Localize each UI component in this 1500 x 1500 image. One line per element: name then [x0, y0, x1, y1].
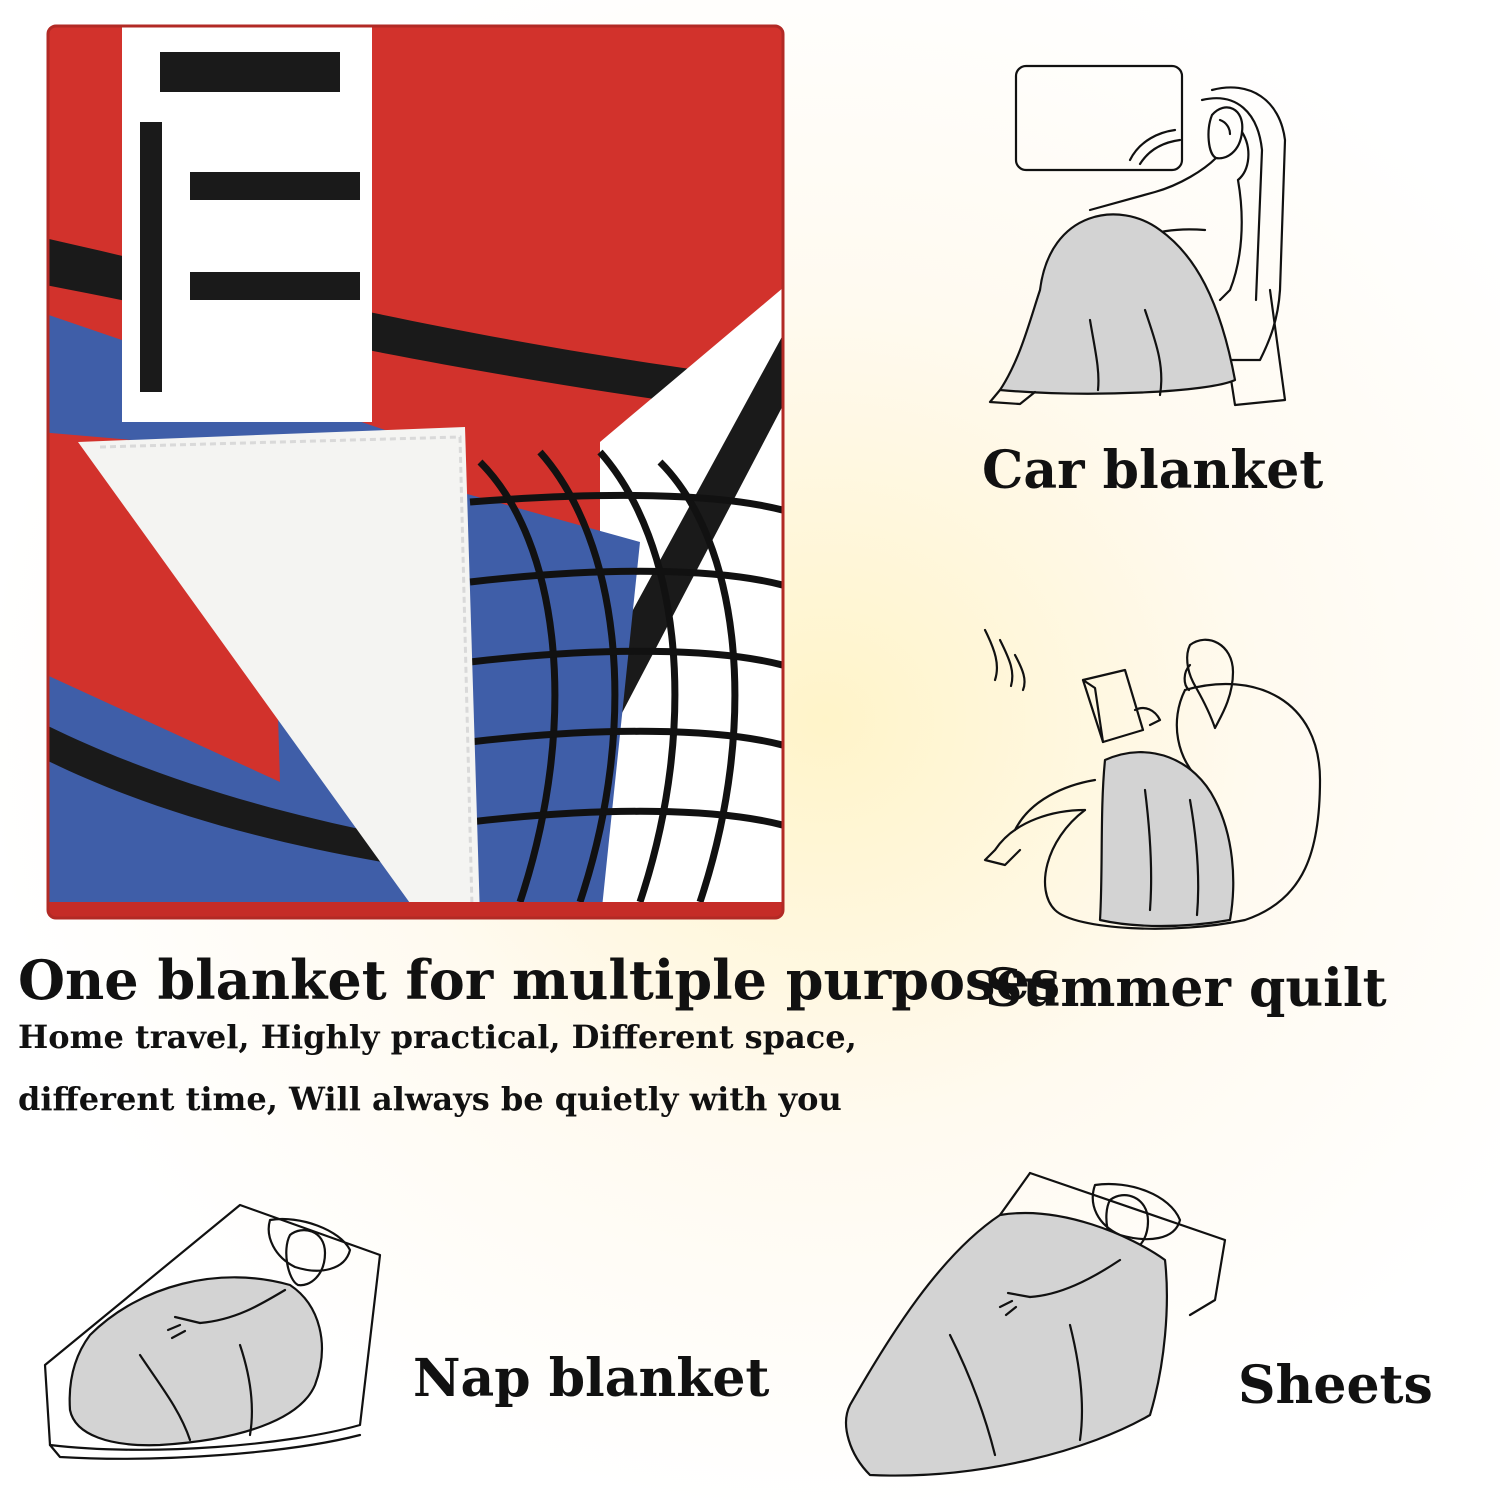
car-seat-sleeper-icon — [980, 60, 1320, 420]
bed-sheets-icon — [830, 1165, 1230, 1485]
use-label-nap-blanket: Nap blanket — [413, 1348, 770, 1409]
folded-blanket-photo — [40, 22, 790, 927]
use-label-summer-quilt: Summer quilt — [985, 958, 1387, 1019]
use-label-car-blanket: Car blanket — [982, 440, 1324, 501]
blanket-artwork — [46, 24, 785, 920]
description-line-2: different time, Will always be quietly w… — [18, 1080, 842, 1118]
use-label-sheets: Sheets — [1238, 1355, 1433, 1416]
reading-bean-bag-icon — [975, 610, 1335, 940]
page-headline: One blanket for multiple purposes — [18, 948, 1061, 1012]
description-line-1: Home travel, Highly practical, Different… — [18, 1018, 857, 1056]
bed-nap-icon — [40, 1195, 390, 1460]
